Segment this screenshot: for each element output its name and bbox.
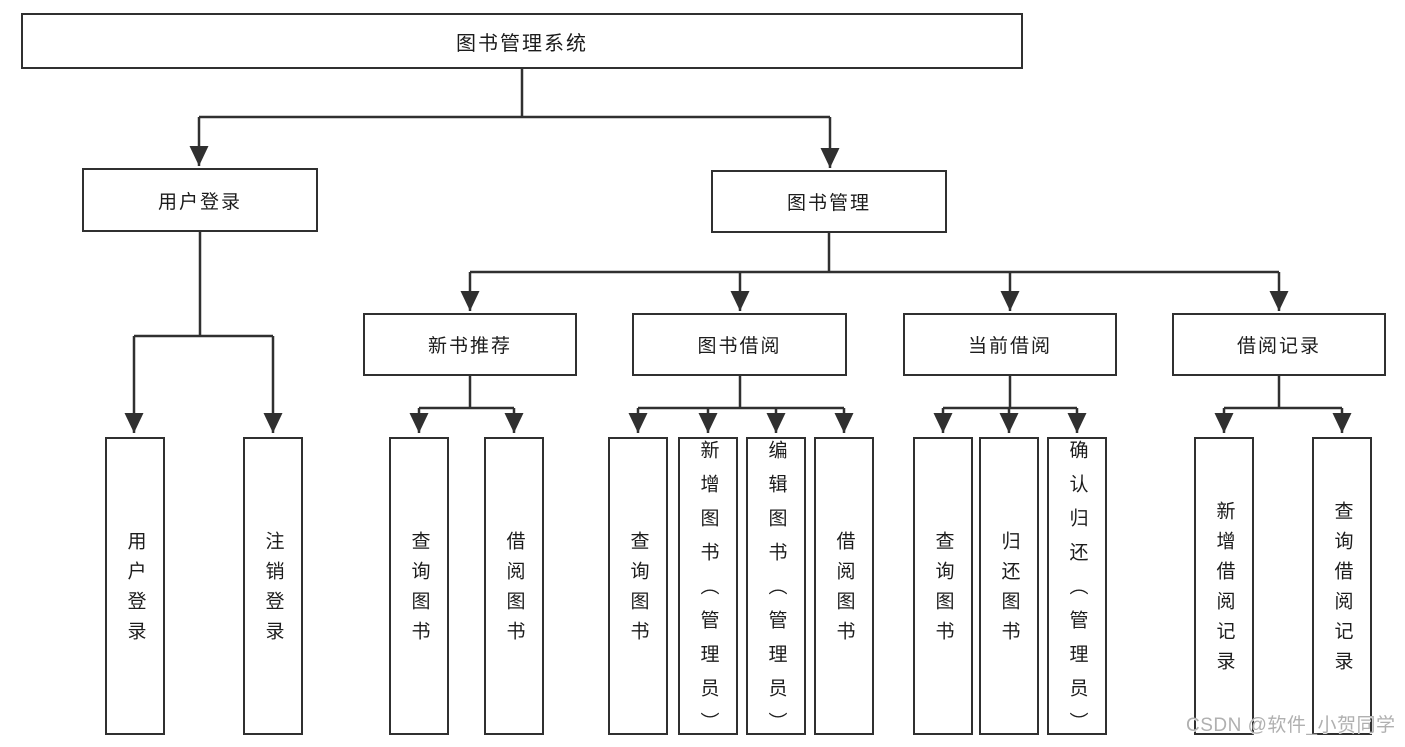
node-br-query-record: 查询借阅记录 [1312, 437, 1372, 735]
node-br-add-record: 新增借阅记录 [1194, 437, 1254, 735]
node-label: 确认归还（管理员） [1066, 440, 1088, 746]
node-label: 查询借阅记录 [1331, 501, 1353, 681]
node-user-login: 用户登录 [82, 168, 318, 232]
node-label: 借阅图书 [503, 531, 525, 651]
node-book-borrowing: 图书借阅 [632, 313, 847, 376]
node-rec-borrow-book: 借阅图书 [484, 437, 544, 735]
node-label: 用户登录 [124, 531, 146, 651]
node-label: 图书借阅 [697, 336, 782, 357]
node-cb-return-book: 归还图书 [979, 437, 1039, 735]
node-label: 新增图书（管理员） [697, 440, 719, 746]
node-bb-add-book-admin: 新增图书（管理员） [678, 437, 738, 746]
node-library-system: 图书管理系统 [21, 13, 1023, 69]
node-label: 用户登录 [157, 191, 242, 213]
node-new-book-recommend: 新书推荐 [363, 313, 577, 376]
node-current-borrowing: 当前借阅 [903, 313, 1117, 376]
node-label: 查询图书 [932, 531, 954, 651]
node-cb-confirm-return-admin: 确认归还（管理员） [1047, 437, 1107, 746]
node-bb-query-book: 查询图书 [608, 437, 668, 735]
node-label: 图书管理 [786, 193, 871, 214]
node-label: 查询图书 [627, 531, 649, 651]
node-label: 归还图书 [998, 531, 1020, 651]
node-label: 新增借阅记录 [1213, 501, 1235, 681]
node-label: 查询图书 [408, 531, 430, 651]
node-label: 图书管理系统 [456, 32, 588, 55]
connector-trunks [134, 69, 1342, 410]
node-label: 注销登录 [262, 531, 284, 651]
node-label: 新书推荐 [427, 336, 512, 357]
node-label: 借阅图书 [833, 531, 855, 651]
node-leaf-logout: 注销登录 [243, 437, 303, 735]
csdn-watermark: CSDN @软件_小贺同学 [1186, 715, 1396, 736]
node-bb-borrow-book: 借阅图书 [814, 437, 874, 735]
node-book-management: 图书管理 [711, 170, 947, 233]
node-label: 借阅记录 [1236, 336, 1321, 357]
node-cb-query-book: 查询图书 [913, 437, 973, 735]
node-leaf-user-login: 用户登录 [105, 437, 165, 735]
node-borrowing-records: 借阅记录 [1172, 313, 1386, 376]
node-bb-edit-book-admin: 编辑图书（管理员） [746, 437, 806, 746]
node-label: 编辑图书（管理员） [765, 440, 787, 746]
node-rec-query-book: 查询图书 [389, 437, 449, 735]
node-label: 当前借阅 [967, 336, 1052, 357]
